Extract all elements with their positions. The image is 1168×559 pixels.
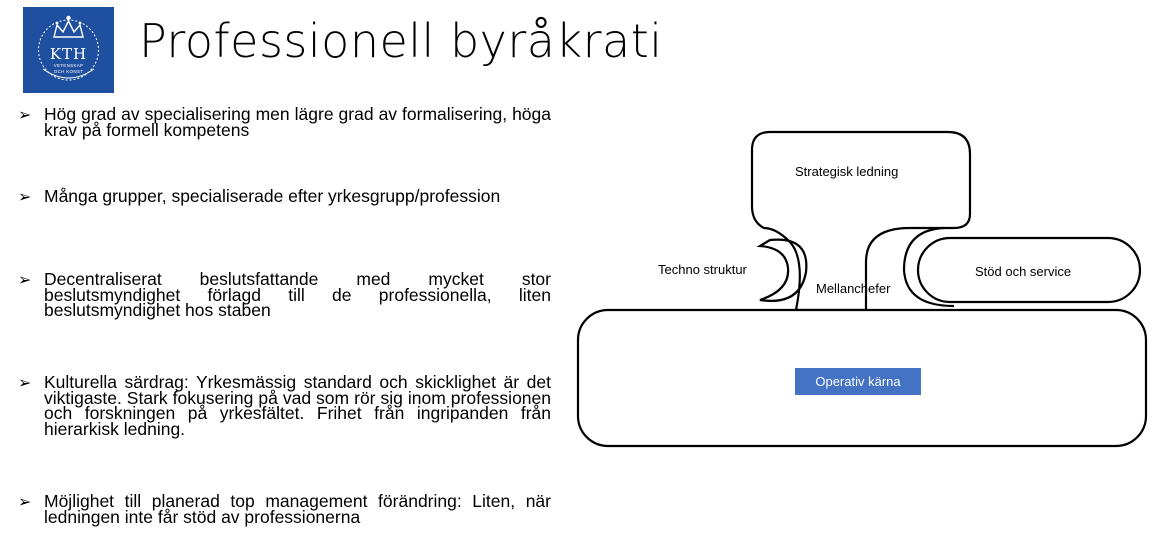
support-staff-shape bbox=[916, 236, 1142, 304]
arrow-bullet-icon: ➢ bbox=[18, 189, 32, 206]
strategic-apex-label: Strategisk ledning bbox=[795, 164, 899, 179]
bullet-text: Många grupper, specialiserade efter yrke… bbox=[44, 186, 501, 206]
kth-logo: KTH VETENSKAP OCH KONST bbox=[23, 7, 114, 93]
support-staff-outer-shape bbox=[902, 226, 955, 308]
arrow-bullet-icon: ➢ bbox=[18, 107, 32, 124]
support-staff-label: Stöd och service bbox=[975, 264, 1072, 279]
logo-text: KTH bbox=[49, 45, 88, 63]
bullet-text: Hög grad av specialisering men lägre gra… bbox=[44, 104, 551, 140]
technostructure-shape bbox=[756, 238, 808, 302]
slide-title: Professionell byråkrati bbox=[139, 14, 663, 68]
crown-emblem-icon bbox=[38, 15, 99, 81]
logo-motto-line1: VETENSKAP bbox=[53, 63, 84, 68]
technostructure-label: Techno struktur bbox=[658, 262, 747, 277]
arrow-bullet-icon: ➢ bbox=[18, 375, 32, 392]
operating-core-label: Operativ kärna bbox=[795, 368, 921, 395]
arrow-bullet-icon: ➢ bbox=[18, 272, 32, 289]
arrow-bullet-icon: ➢ bbox=[18, 494, 32, 511]
logo-motto-line2: OCH KONST bbox=[53, 69, 84, 74]
bullet-text: Kulturella särdrag: Yrkesmässig standard… bbox=[44, 372, 551, 439]
bullet-text: Möjlighet till planerad top management f… bbox=[44, 491, 551, 527]
middle-line-label: Mellanchefer bbox=[816, 281, 891, 296]
bullet-text: Decentraliserat beslutsfattande med myck… bbox=[44, 269, 551, 320]
organization-structure-diagram bbox=[576, 130, 1148, 448]
